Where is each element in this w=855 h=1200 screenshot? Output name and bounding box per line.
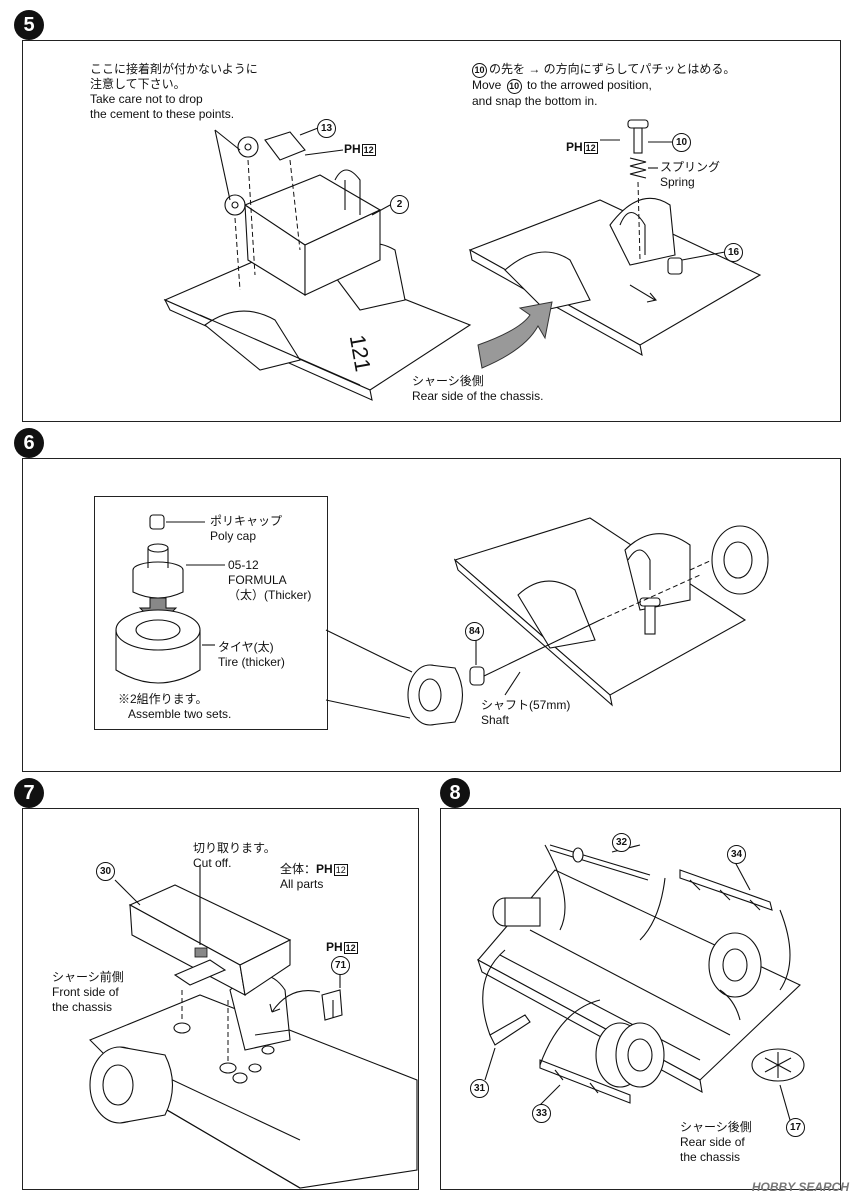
part-34-label: 34: [727, 845, 746, 864]
part-10-label: 10: [672, 133, 691, 152]
spring-label: スプリング Spring: [660, 160, 721, 189]
polycap-label: ポリキャップ Poly cap: [210, 514, 283, 543]
step-8-rear-label: シャーシ後側 Rear side of the chassis: [680, 1120, 752, 1164]
part-30-label: 30: [96, 862, 115, 881]
step-5-badge: 5: [14, 10, 44, 40]
step-6-inset-box: [94, 496, 328, 730]
part-2-label: 2: [390, 195, 409, 214]
front-side-label: シャーシ前側 Front side of the chassis: [52, 970, 124, 1014]
part-71-label: 71: [331, 956, 350, 975]
shaft-label: シャフト(57mm) Shaft: [481, 698, 571, 727]
part-10-inline-2: 10: [506, 79, 522, 94]
part-17-label: 17: [786, 1118, 805, 1137]
step-5-cement-note: ここに接着剤が付かないように 注意して下さい。 Take care not to…: [90, 62, 258, 121]
step-8-badge: 8: [440, 778, 470, 808]
tire-label: タイヤ(太) Tire (thicker): [218, 640, 285, 669]
part-32-label: 32: [612, 833, 631, 852]
step-6-badge: 6: [14, 428, 44, 458]
part-84-label: 84: [465, 622, 484, 641]
part-16-label: 16: [724, 243, 743, 262]
part-13-label: 13: [317, 119, 336, 138]
formula-wheel-label: 05-12 FORMULA （太）(Thicker): [228, 558, 312, 602]
part-33-label: 33: [532, 1104, 551, 1123]
step-5-rear-label: シャーシ後側 Rear side of the chassis.: [412, 374, 544, 403]
cut-off-note: 切り取ります。 Cut off.: [193, 841, 276, 870]
part-31-label: 31: [470, 1079, 489, 1098]
part-10-inline: 10: [472, 63, 487, 78]
hobby-search-watermark: HOBBY SEARCH: [751, 1180, 849, 1194]
step-5-panel: [22, 40, 841, 422]
assemble-two-sets-note: ※2組作ります。 Assemble two sets.: [118, 692, 232, 721]
step-7-badge: 7: [14, 778, 44, 808]
